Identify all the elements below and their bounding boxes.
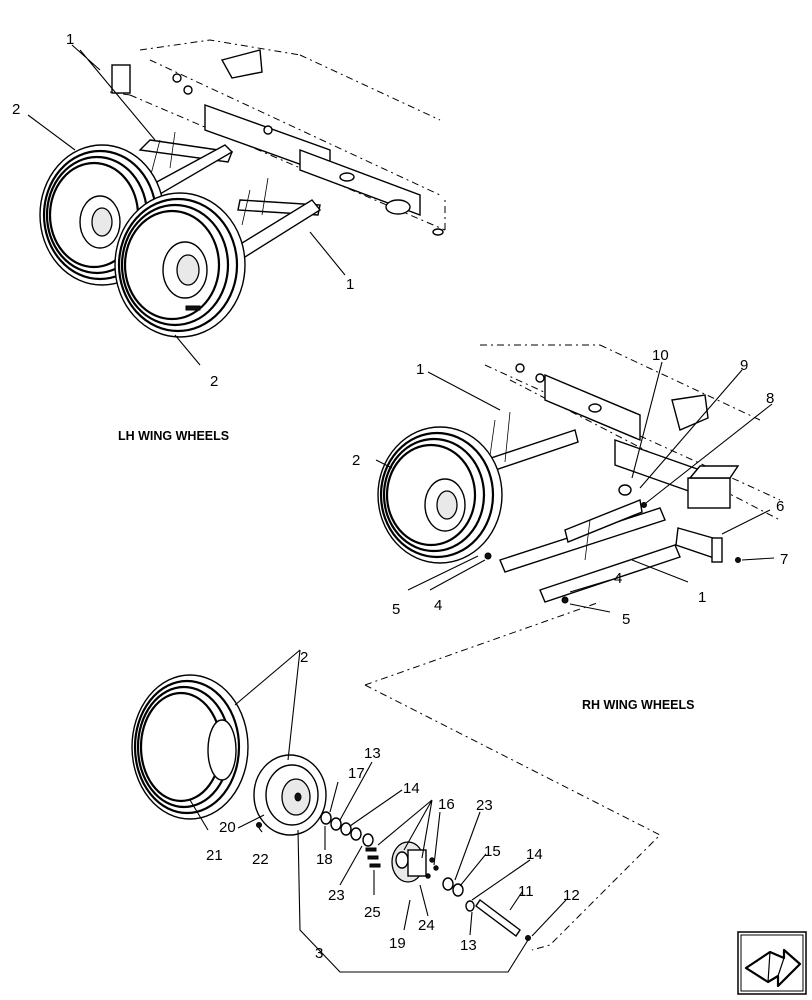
detail-hub-19 (391, 841, 427, 883)
callout-d-23a: 23 (328, 887, 345, 904)
callout-d-16: 16 (438, 796, 455, 813)
callout-rh-1b: 1 (698, 589, 706, 606)
d-leader-11 (509, 891, 523, 911)
callout-d-3: 3 (315, 945, 323, 962)
callout-d-14a: 14 (403, 780, 420, 797)
callout-d-23b: 23 (476, 797, 493, 814)
rh-leader-5a (407, 555, 479, 591)
callout-d-15: 15 (484, 843, 501, 860)
pin-8 (641, 502, 647, 508)
rh-leader-10 (631, 361, 663, 479)
callout-d-2: 2 (300, 649, 308, 666)
detail-tire-21 (131, 674, 249, 820)
rh-leader-1b (631, 559, 689, 583)
callout-rh-7: 7 (780, 551, 788, 568)
callout-lh-1a: 1 (66, 31, 74, 48)
callout-d-24: 24 (418, 917, 435, 934)
callout-d-11: 11 (518, 883, 534, 900)
callout-rh-8: 8 (766, 390, 774, 407)
rh-leader-8 (645, 403, 773, 504)
d-leader-13b (469, 911, 473, 936)
rh-leader-9 (639, 369, 743, 489)
callout-rh-4a: 4 (434, 597, 442, 614)
rh-leader-1a (427, 371, 501, 411)
pin-7 (735, 557, 741, 563)
d-leader-23b (454, 811, 481, 881)
d-leader-23a (339, 845, 363, 886)
rh-leader-4b (569, 579, 611, 593)
lh-leader-1a (71, 44, 156, 141)
callout-rh-9: 9 (740, 357, 748, 374)
detail-axle-11 (475, 898, 531, 941)
callout-d-12: 12 (563, 887, 580, 904)
callout-rh-4b: 4 (614, 570, 622, 587)
rh-wing-wheels-assembly: 1 1 2 4 4 5 5 6 7 8 9 10 RH WING WHEELS (352, 344, 788, 712)
lh-frame (109, 39, 446, 236)
callout-lh-2b: 2 (210, 373, 218, 390)
rh-section-title: RH WING WHEELS (582, 698, 695, 712)
d-leader-3 (297, 829, 529, 973)
lh-leader-1b (309, 231, 346, 276)
d-leader-22 (258, 827, 263, 833)
d-leader-12 (531, 899, 567, 937)
detail-bearings (320, 811, 374, 847)
d-leader-14b (471, 859, 531, 901)
callout-d-25: 25 (364, 904, 381, 921)
bolt-5a (484, 552, 492, 560)
detail-rim-20 (253, 754, 327, 836)
callout-d-18: 18 (316, 851, 333, 868)
callout-rh-1a: 1 (416, 361, 424, 378)
lh-leader-2a (27, 114, 76, 151)
detail-studs (365, 847, 439, 879)
callout-d-22: 22 (252, 851, 269, 868)
valve-stem-22 (256, 822, 262, 828)
callout-d-19: 19 (389, 935, 406, 952)
callout-rh-10: 10 (652, 347, 669, 364)
d-leader-15 (459, 853, 487, 887)
rh-leader-7 (741, 557, 775, 561)
lh-wing-wheels-assembly: 1 1 2 2 LH WING WHEELS (12, 31, 446, 443)
lh-tire-front (114, 192, 246, 338)
lh-section-title: LH WING WHEELS (118, 429, 229, 443)
arrow-right-icon (744, 948, 802, 988)
d-leader-21 (189, 799, 209, 831)
d-leader-17 (329, 781, 339, 813)
d-leader-20 (237, 814, 265, 829)
detail-boundary (364, 601, 661, 951)
bolt-5b (561, 596, 569, 604)
callout-rh-6: 6 (776, 498, 784, 515)
callout-d-20: 20 (219, 819, 236, 836)
next-page-button[interactable] (737, 931, 807, 995)
callout-rh-5b: 5 (622, 611, 630, 628)
callout-rh-2: 2 (352, 452, 360, 469)
d-leader-19 (403, 899, 411, 931)
callout-d-21: 21 (206, 847, 223, 864)
callout-d-14b: 14 (526, 846, 543, 863)
wheel-detail-exploded: 2 21 20 22 18 17 13 14 16 23 15 14 23 25… (131, 649, 580, 973)
callout-d-13b: 13 (460, 937, 477, 954)
callout-d-13a: 13 (364, 745, 381, 762)
lh-leader-2b (174, 334, 201, 366)
rh-leader-5b (569, 603, 611, 613)
callout-lh-1b: 1 (346, 276, 354, 293)
rh-leader-2 (375, 459, 393, 469)
callout-lh-2a: 2 (12, 101, 20, 118)
d-leader-24 (419, 884, 429, 917)
detail-outer-bearing (442, 877, 475, 912)
d-leader-16 (377, 799, 441, 866)
d-leader-13a (339, 761, 373, 821)
callout-d-17: 17 (348, 765, 365, 782)
rh-tire (377, 426, 503, 564)
d-leader-2 (234, 649, 301, 761)
callout-rh-5a: 5 (392, 601, 400, 618)
d-leader-14a (349, 789, 403, 827)
rh-leader-6 (721, 509, 771, 535)
rh-leader-4a (429, 559, 486, 591)
